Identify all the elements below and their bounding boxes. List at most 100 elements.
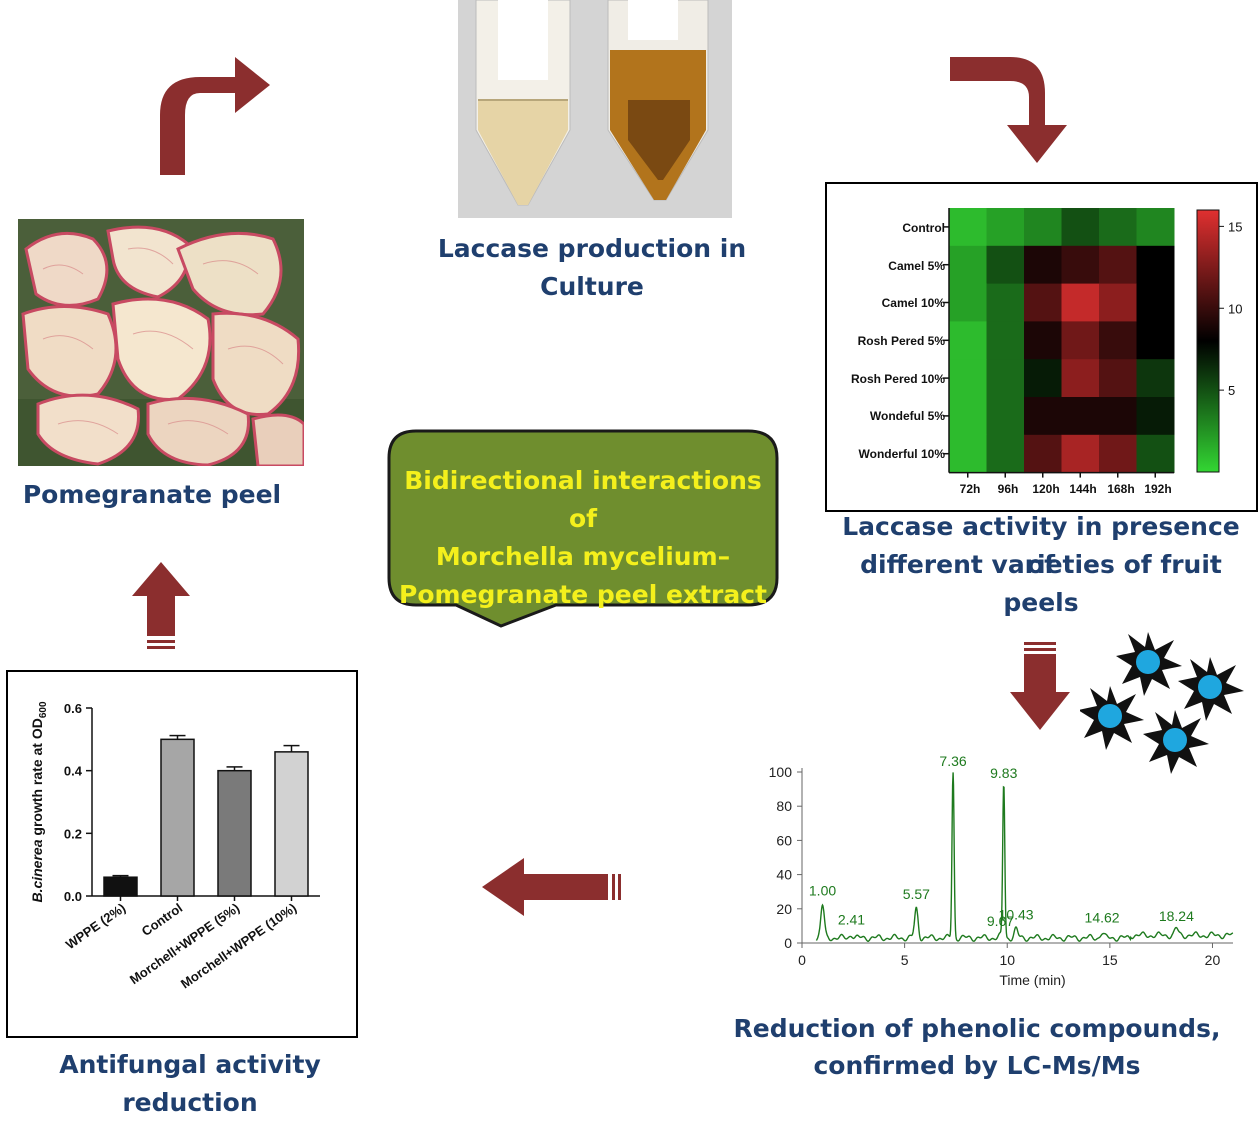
bar-y-tick-label: 0.0: [64, 889, 82, 904]
heatmap-cell: [986, 321, 1025, 360]
heatmap-row-labels: Control Camel 5% Camel 10% Rosh Pered 5%…: [827, 184, 945, 484]
heatmap-col-label: 72h: [959, 482, 981, 496]
pomegranate-peel-photo: [18, 219, 304, 466]
heatmap-cell: [986, 397, 1025, 436]
heatmap-cell: [1136, 208, 1175, 247]
heatmap-cell: [1061, 397, 1100, 436]
heatmap-cell: [949, 208, 987, 247]
bar: [160, 738, 195, 897]
pomegranate-peel-caption: Pomegranate peel: [22, 480, 282, 509]
heatmap-cell: [1099, 245, 1137, 285]
heatmap-cell: [1061, 434, 1100, 474]
heatmap-col-label: 96h: [997, 482, 1019, 496]
heatmap-cell: [986, 208, 1025, 247]
bar-category-label: WPPE (2%): [63, 900, 128, 952]
heatmap-cell: [1136, 321, 1175, 360]
heatmap-cell: [1061, 208, 1100, 247]
striped-arrow-down-icon: [1010, 642, 1070, 730]
phenolic-caption-line1: Reduction of phenolic compounds,: [733, 1014, 1221, 1043]
heatmap-cell: [1061, 321, 1100, 360]
chrom-y-tick-label: 0: [784, 935, 792, 951]
heatmap-row-label: Rosh Pered 10%: [850, 372, 945, 386]
bent-arrow-right-down-icon: [950, 57, 1067, 163]
heatmap-cell: [1099, 208, 1137, 247]
chrom-peak-label: 7.36: [939, 753, 966, 769]
heatmap-cell: [1024, 245, 1062, 285]
bar-category-label: Control: [139, 900, 185, 939]
heatmap-cell: [1136, 283, 1175, 322]
chrom-peak-label: 14.62: [1085, 910, 1120, 926]
heatmap-cell: [949, 283, 987, 322]
heatmap-panel: Control Camel 5% Camel 10% Rosh Pered 5%…: [825, 182, 1258, 512]
chrom-y-tick-label: 100: [769, 764, 793, 780]
heatmap-cell: [1024, 208, 1062, 247]
chrom-trace: [815, 772, 1234, 943]
heatmap-cell: [1024, 359, 1062, 398]
chrom-x-tick-label: 5: [901, 952, 909, 968]
heatmap-cell: [1136, 359, 1175, 398]
chrom-peak-label: 9.67: [987, 913, 1014, 929]
bar-y-tick-label: 0.6: [64, 701, 82, 716]
heatmap-cell: [986, 245, 1025, 285]
heatmap-cell: [1061, 245, 1100, 285]
chrom-x-tick-label: 10: [999, 952, 1015, 968]
chrom-y-tick-label: 40: [776, 867, 792, 883]
heatmap-row-label: Wondeful 5%: [869, 409, 945, 423]
chrom-x-tick-label: 20: [1205, 952, 1221, 968]
heatmap-cell: [1136, 245, 1175, 285]
heatmap-cell: [1099, 283, 1137, 322]
bubble-line: Bidirectional interactions of: [404, 466, 762, 533]
heatmap-cell: [986, 434, 1025, 474]
chrom-peak-label: 10.43: [999, 906, 1034, 922]
chrom-peak-label: 9.83: [990, 765, 1017, 781]
heatmap-col-label: 168h: [1107, 482, 1135, 496]
heatmap-cell: [1099, 397, 1137, 436]
phenolic-molecules-icon: [1080, 632, 1244, 774]
heatmap-col-label: 120h: [1032, 482, 1060, 496]
heatmap-row-label: Camel 5%: [888, 259, 945, 273]
heatmap-cell: [986, 283, 1025, 322]
heatmap-cell: [1024, 283, 1062, 322]
heatmap-cell: [949, 434, 987, 474]
heatmap-cell: [1136, 434, 1175, 474]
heatmap-cell: [1099, 321, 1137, 360]
bar-y-tick-label: 0.2: [64, 826, 82, 841]
heatmap-cell: [1061, 359, 1100, 398]
chrom-peak-label: 18.24: [1159, 908, 1194, 924]
heatmap-row-label: Camel 10%: [881, 296, 945, 310]
heatmap-cell: [1024, 434, 1062, 474]
antifungal-bar-chart: 0.00.20.40.6B.cinerea growth rate at OD6…: [29, 701, 320, 991]
heatmap-cell: [1024, 397, 1062, 436]
heatmap-col-label: 144h: [1069, 482, 1097, 496]
laccase-activity-caption-line2: different varieties of fruit peels: [860, 550, 1222, 617]
heatmap-row-label: Control: [902, 221, 945, 235]
chrom-x-tick-label: 0: [798, 952, 806, 968]
colorbar-gradient: [1196, 209, 1220, 473]
heatmap-col-label: 192h: [1144, 482, 1172, 496]
bubble-line: Morchella mycelium–: [435, 542, 731, 571]
striped-arrow-up-icon: [132, 562, 190, 649]
striped-arrow-left-icon: [482, 858, 621, 916]
heatmap-cell: [1136, 397, 1175, 436]
heatmap-cell: [949, 359, 987, 398]
antifungal-caption: Antifungal activity reduction: [59, 1050, 321, 1117]
heatmap-row-label: Rosh Pered 5%: [857, 334, 945, 348]
bar: [274, 751, 309, 897]
center-speech-bubble: [387, 429, 779, 628]
heatmap-cell: [949, 397, 987, 436]
bent-arrow-up-right-icon: [160, 57, 270, 175]
chrom-x-tick-label: 15: [1102, 952, 1118, 968]
colorbar-tick-label: 15: [1228, 219, 1242, 234]
chrom-peak-label: 5.57: [903, 886, 930, 902]
heatmap-grid: [943, 208, 1175, 478]
heatmap-row-label: Wonderful 10%: [858, 447, 945, 461]
heatmap-cell: [949, 321, 987, 360]
chrom-peak-label: 2.41: [838, 911, 865, 927]
heatmap-cell: [1099, 359, 1137, 398]
bar-y-axis-label: B.cinerea growth rate at OD600: [29, 701, 49, 903]
heatmap-cell: [1061, 283, 1100, 322]
center-bubble-text: Bidirectional interactions of Morchella …: [390, 462, 776, 614]
